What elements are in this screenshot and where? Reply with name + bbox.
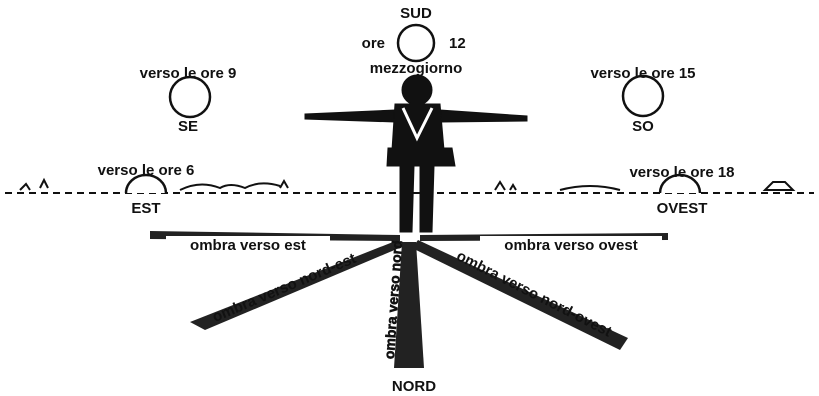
label-north: NORD bbox=[392, 378, 436, 395]
person-figure bbox=[305, 75, 527, 232]
label-shadow-east: ombra verso est bbox=[190, 237, 306, 254]
label-west: OVEST bbox=[657, 200, 708, 217]
label-hour-18: verso le ore 18 bbox=[629, 164, 734, 181]
person-shorts bbox=[387, 148, 455, 166]
label-noon: mezzogiorno bbox=[370, 60, 463, 77]
person-torso bbox=[392, 104, 444, 150]
right-scrub bbox=[495, 182, 793, 190]
label-east: EST bbox=[131, 200, 160, 217]
label-hour-6: verso le ore 6 bbox=[98, 162, 195, 179]
label-south: SUD bbox=[400, 5, 432, 22]
label-southeast: SE bbox=[178, 118, 198, 135]
label-hour-15: verso le ore 15 bbox=[590, 65, 695, 82]
sun-noon bbox=[398, 25, 434, 61]
person-head bbox=[402, 75, 432, 105]
label-noon-12: 12 bbox=[449, 35, 466, 52]
label-shadow-west: ombra verso ovest bbox=[504, 237, 637, 254]
person-legs bbox=[400, 166, 434, 232]
label-noon-ore: ore bbox=[362, 35, 385, 52]
sun-9 bbox=[170, 77, 210, 117]
sun-15 bbox=[623, 76, 663, 116]
label-shadow-northwest: ombra verso nord-ovest bbox=[454, 247, 615, 340]
label-shadow-northeast: ombra verso nord-est bbox=[210, 250, 359, 326]
label-southwest: SO bbox=[632, 118, 654, 135]
label-hour-9: verso le ore 9 bbox=[140, 65, 237, 82]
